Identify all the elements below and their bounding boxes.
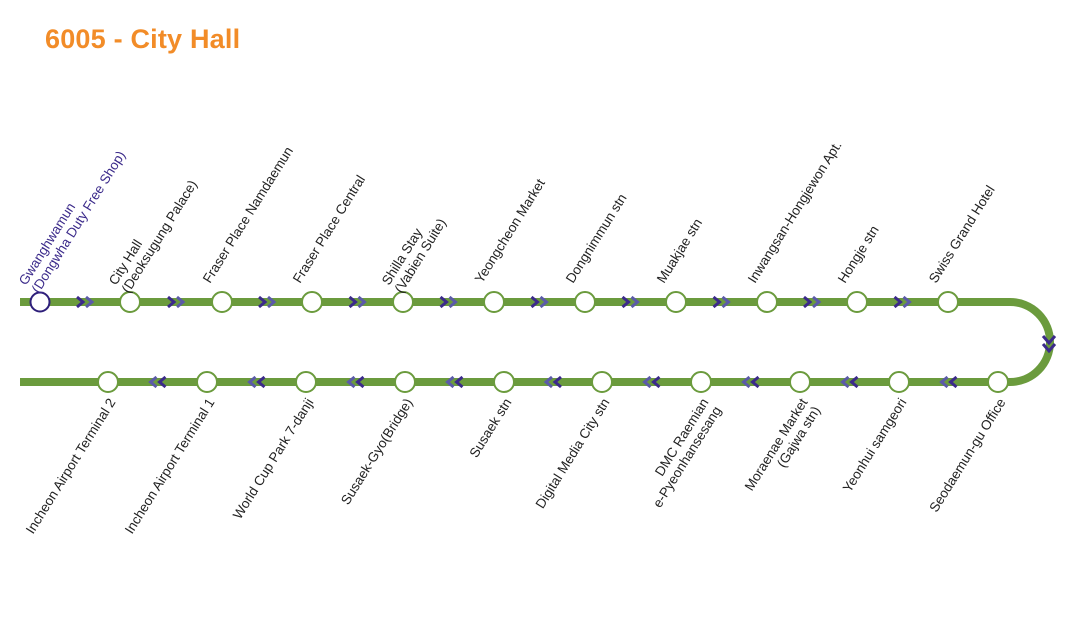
station-stop[interactable] [574, 291, 596, 313]
station-label-line: Hongje stn [835, 223, 882, 286]
direction-arrow-right-icon [258, 295, 277, 309]
station-label[interactable]: DMC Raemiane-Pyeonhansesang [637, 396, 724, 511]
station-stop[interactable] [392, 291, 414, 313]
station-label-line: Digital Media City stn [533, 396, 613, 511]
station-stop[interactable] [937, 291, 959, 313]
station-label[interactable]: Fraser Place Namdaemun [200, 144, 296, 286]
station-label[interactable]: Incheon Airport Terminal 1 [122, 396, 218, 537]
station-stop[interactable] [591, 371, 613, 393]
station-label[interactable]: Inwangsan-Hongjewon Apt. [745, 138, 845, 285]
station-stop[interactable] [493, 371, 515, 393]
station-label-line: Susaek-Gyo(Bridge) [338, 396, 416, 508]
station-label-line: Yeonhui samgeori [840, 396, 910, 495]
station-label-line: Muakjae stn [654, 216, 705, 286]
station-label[interactable]: Susaek-Gyo(Bridge) [338, 396, 416, 508]
station-stop[interactable] [483, 291, 505, 313]
station-stop[interactable] [690, 371, 712, 393]
route-line [20, 298, 1054, 386]
station-label-line: Incheon Airport Terminal 2 [23, 396, 119, 537]
station-label-line: World Cup Park 7-danji [230, 396, 317, 522]
station-stop[interactable] [196, 371, 218, 393]
direction-arrow-right-icon [530, 295, 549, 309]
route-title: 6005 - City Hall [45, 24, 241, 54]
station-stop[interactable] [394, 371, 416, 393]
station-stop[interactable] [789, 371, 811, 393]
direction-arrow-left-icon [840, 375, 859, 389]
direction-arrow-right-icon [893, 295, 912, 309]
station-stop[interactable] [756, 291, 778, 313]
station-label[interactable]: World Cup Park 7-danji [230, 396, 317, 522]
station-label[interactable]: Seodaemun-gu Office [926, 396, 1008, 515]
station-label[interactable]: Yeongcheon Market [472, 176, 548, 286]
station-stop[interactable] [97, 371, 119, 393]
station-stop[interactable] [665, 291, 687, 313]
station-label-line: Dongnimmun stn [563, 191, 630, 286]
station-label-line: Susaek stn [466, 396, 514, 461]
station-label[interactable]: Shilla Stay(Vabien Suite) [379, 208, 449, 296]
direction-arrow-right-icon [348, 295, 367, 309]
station-label-line: Fraser Place Central [290, 173, 368, 286]
station-label[interactable]: Hongje stn [835, 223, 882, 286]
direction-arrow-left-icon [939, 375, 958, 389]
station-stop[interactable] [119, 291, 141, 313]
station-label[interactable]: Swiss Grand Hotel [926, 183, 998, 286]
direction-arrow-down-icon [1041, 335, 1057, 354]
station-label[interactable]: Susaek stn [466, 396, 514, 461]
direction-arrow-right-icon [621, 295, 640, 309]
direction-arrow-right-icon [76, 295, 95, 309]
station-label-line: Fraser Place Namdaemun [200, 144, 296, 286]
direction-arrow-left-icon [642, 375, 661, 389]
station-label-line: Incheon Airport Terminal 1 [122, 396, 218, 537]
direction-arrow-right-icon [439, 295, 458, 309]
station-label[interactable]: Muakjae stn [654, 216, 705, 286]
station-label-line: Swiss Grand Hotel [926, 183, 998, 286]
station-stop[interactable] [29, 291, 51, 313]
station-label[interactable]: City Hall(Deoksugung Palace) [106, 170, 200, 296]
direction-arrow-right-icon [167, 295, 186, 309]
direction-arrow-left-icon [148, 375, 167, 389]
station-label[interactable]: Digital Media City stn [533, 396, 613, 511]
station-stop[interactable] [295, 371, 317, 393]
station-label[interactable]: Dongnimmun stn [563, 191, 630, 286]
station-label[interactable]: Yeonhui samgeori [840, 396, 910, 495]
station-stop[interactable] [888, 371, 910, 393]
station-stop[interactable] [211, 291, 233, 313]
direction-arrow-left-icon [247, 375, 266, 389]
station-label-line: Yeongcheon Market [472, 176, 548, 286]
station-label-line: Inwangsan-Hongjewon Apt. [745, 138, 845, 285]
direction-arrow-left-icon [741, 375, 760, 389]
station-label[interactable]: Fraser Place Central [290, 173, 368, 286]
direction-arrow-left-icon [445, 375, 464, 389]
direction-arrow-left-icon [543, 375, 562, 389]
station-label[interactable]: Incheon Airport Terminal 2 [23, 396, 119, 537]
direction-arrow-right-icon [712, 295, 731, 309]
station-label-line: (Deoksugung Palace) [119, 177, 201, 295]
station-label-line: Seodaemun-gu Office [926, 396, 1008, 515]
direction-arrow-left-icon [346, 375, 365, 389]
station-stop[interactable] [987, 371, 1009, 393]
direction-arrow-right-icon [803, 295, 822, 309]
station-stop[interactable] [301, 291, 323, 313]
station-label[interactable]: Moraenae Market(Gajwa stn) [742, 395, 824, 501]
station-stop[interactable] [846, 291, 868, 313]
